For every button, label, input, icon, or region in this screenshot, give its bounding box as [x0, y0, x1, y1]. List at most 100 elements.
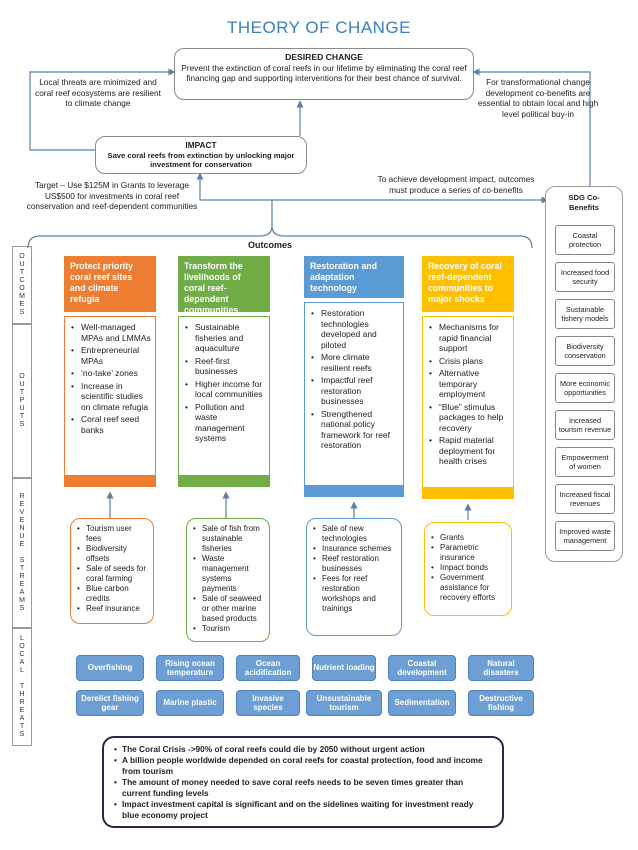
side-label-revenue-text: R E V E N U E S T R E A M S	[19, 493, 25, 612]
impact-text: Save coral reefs from extinction by unlo…	[107, 150, 295, 170]
sdg-item: Increased fiscal revenues	[555, 484, 615, 514]
sdg-panel: SDG Co-Benefits Coastal protection Incre…	[545, 186, 623, 562]
page-title: THEORY OF CHANGE	[226, 18, 411, 37]
sdg-item: Increased food security	[555, 262, 615, 292]
outcome-3-output: Strengthened national policy framework f…	[309, 409, 399, 451]
outcome-column-4: Recovery of coral reef-dependent communi…	[422, 256, 514, 499]
sdg-item: Sustainable fishery models	[555, 299, 615, 329]
revenue-item: Government assistance for recovery effor…	[431, 573, 505, 603]
outcome-column-2: Transform the livelihoods of coral reef-…	[178, 256, 270, 487]
outcome-1-output: Coral reef seed banks	[69, 414, 151, 435]
outcome-3-title: Restoration and adaptation technology	[304, 256, 404, 298]
left-note: Local threats are minimized and coral re…	[35, 77, 161, 108]
outcome-column-1: Protect priority coral reef sites and cl…	[64, 256, 156, 487]
desired-change-box: DESIRED CHANGE Prevent the extinction of…	[174, 48, 474, 100]
threat-invasive-species: Invasive species	[236, 690, 300, 716]
side-label-outputs: O U T P U T S	[12, 324, 32, 478]
outcome-1-output: Increase in scientific studies on climat…	[69, 381, 151, 413]
revenue-item: Reef insurance	[77, 604, 147, 614]
sdg-item: More economic opportunities	[555, 373, 615, 403]
right-note: For transformational change development …	[477, 77, 599, 119]
outcome-column-3: Restoration and adaptation technology Re…	[304, 256, 404, 497]
outcome-2-output: Pollution and waste management systems	[183, 402, 265, 444]
side-label-threats: L O C A L T H R E A T S	[12, 628, 32, 746]
outcome-2-output: Higher income for local communities	[183, 379, 265, 400]
revenue-item: Biodiversity offsets	[77, 544, 147, 564]
outcome-4-outputs: Mechanisms for rapid financial support C…	[422, 316, 514, 488]
side-label-revenue: R E V E N U E S T R E A M S	[12, 478, 32, 628]
outcome-1-footer-bar	[64, 475, 156, 487]
outcome-2-outputs: Sustainable fisheries and aquaculture Re…	[178, 316, 270, 476]
revenue-item: Grants	[431, 533, 505, 543]
outcome-3-output: Impactful reef restoration businesses	[309, 375, 399, 407]
threat-unsustainable-tourism: Unsustainable tourism	[306, 690, 382, 716]
revenue-box-3: Sale of new technologies Insurance schem…	[306, 518, 402, 636]
sdg-item: Coastal protection	[555, 225, 615, 255]
revenue-box-2: Sale of fish from sustainable fisheries …	[186, 518, 270, 642]
threat-marine-plastic: Marine plastic	[156, 690, 224, 716]
threat-rising-ocean-temperature: Rising ocean temperature	[156, 655, 224, 681]
side-label-outcomes: O U T C O M E S	[12, 246, 32, 324]
revenue-item: Impact bonds	[431, 563, 505, 573]
outcome-4-output: Crisis plans	[427, 356, 509, 367]
desired-change-text: Prevent the extinction of coral reefs in…	[181, 62, 467, 84]
outcome-4-output: “Blue” stimulus packages to help recover…	[427, 402, 509, 434]
revenue-box-1: Tourism user fees Biodiversity offsets S…	[70, 518, 154, 624]
outcome-1-title: Protect priority coral reef sites and cl…	[64, 256, 156, 312]
fact-item: A billion people worldwide depended on c…	[114, 755, 492, 777]
outcome-2-footer-bar	[178, 475, 270, 487]
side-label-threats-text: L O C A L T H R E A T S	[19, 635, 25, 738]
outcome-2-output: Reef-first businesses	[183, 356, 265, 377]
revenue-item: Tourism	[193, 624, 263, 634]
fact-item: Impact investment capital is significant…	[114, 799, 492, 821]
threat-coastal-development: Coastal development	[388, 655, 456, 681]
revenue-item: Waste management systems payments	[193, 554, 263, 594]
outcome-1-output: ‘no-take’ zones	[69, 368, 151, 379]
impact-heading: IMPACT	[185, 140, 217, 150]
outcome-4-footer-bar	[422, 487, 514, 499]
outcome-3-outputs: Restoration technologies developed and p…	[304, 302, 404, 486]
threat-derelict-fishing-gear: Derelict fishing gear	[76, 690, 144, 716]
outcome-2-title: Transform the livelihoods of coral reef-…	[178, 256, 270, 315]
impact-box: IMPACT Save coral reefs from extinction …	[95, 136, 307, 174]
fact-item: The amount of money needed to save coral…	[114, 777, 492, 799]
revenue-item: Sale of new technologies	[313, 524, 395, 544]
revenue-item: Reef restoration businesses	[313, 554, 395, 574]
desired-change-heading: DESIRED CHANGE	[285, 52, 363, 62]
side-label-outputs-text: O U T P U T S	[19, 373, 25, 428]
outcome-2-output: Sustainable fisheries and aquaculture	[183, 322, 265, 354]
revenue-item: Sale of fish from sustainable fisheries	[193, 524, 263, 554]
outcome-1-output: Well-managed MPAs and LMMAs	[69, 322, 151, 343]
cobenefit-note: To achieve development impact, outcomes …	[377, 174, 535, 195]
outcome-4-output: Alternative temporary employment	[427, 368, 509, 400]
revenue-item: Blue carbon credits	[77, 584, 147, 604]
sdg-item: Increased tourism revenue	[555, 410, 615, 440]
target-note: Target – Use $125M in Grants to leverage…	[26, 180, 198, 211]
threat-destructive-fishing: Destructive fishing	[468, 690, 534, 716]
fact-item: The Coral Crisis ->90% of coral reefs co…	[114, 744, 492, 755]
revenue-item: Sale of seeds for coral farming	[77, 564, 147, 584]
revenue-item: Tourism user fees	[77, 524, 147, 544]
threat-overfishing: Overfishing	[76, 655, 144, 681]
outcome-3-footer-bar	[304, 485, 404, 497]
sdg-item: Improved waste management	[555, 521, 615, 551]
sdg-item: Biodiversity conservation	[555, 336, 615, 366]
outcome-3-output: More climate resilient reefs	[309, 352, 399, 373]
outcome-1-outputs: Well-managed MPAs and LMMAs Entrepreneur…	[64, 316, 156, 476]
coral-crisis-facts: The Coral Crisis ->90% of coral reefs co…	[102, 736, 504, 828]
sdg-item: Empowerment of women	[555, 447, 615, 477]
outcome-1-output: Entrepreneurial MPAs	[69, 345, 151, 366]
threat-sedimentation: Sedimentation	[388, 690, 456, 716]
outcome-4-output: Mechanisms for rapid financial support	[427, 322, 509, 354]
threat-natural-disasters: Natural disasters	[468, 655, 534, 681]
revenue-item: Fees for reef restoration workshops and …	[313, 574, 395, 614]
outcomes-label: Outcomes	[248, 240, 293, 250]
outcome-3-output: Restoration technologies developed and p…	[309, 308, 399, 350]
revenue-item: Insurance schemes	[313, 544, 395, 554]
revenue-box-4: Grants Parametric insurance Impact bonds…	[424, 522, 512, 616]
threat-nutrient-loading: Nutrient loading	[312, 655, 376, 681]
revenue-item: Sale of seaweed or other marine based pr…	[193, 594, 263, 624]
outcome-4-title: Recovery of coral reef-dependent communi…	[422, 256, 514, 312]
threat-ocean-acidification: Ocean acidification	[236, 655, 300, 681]
